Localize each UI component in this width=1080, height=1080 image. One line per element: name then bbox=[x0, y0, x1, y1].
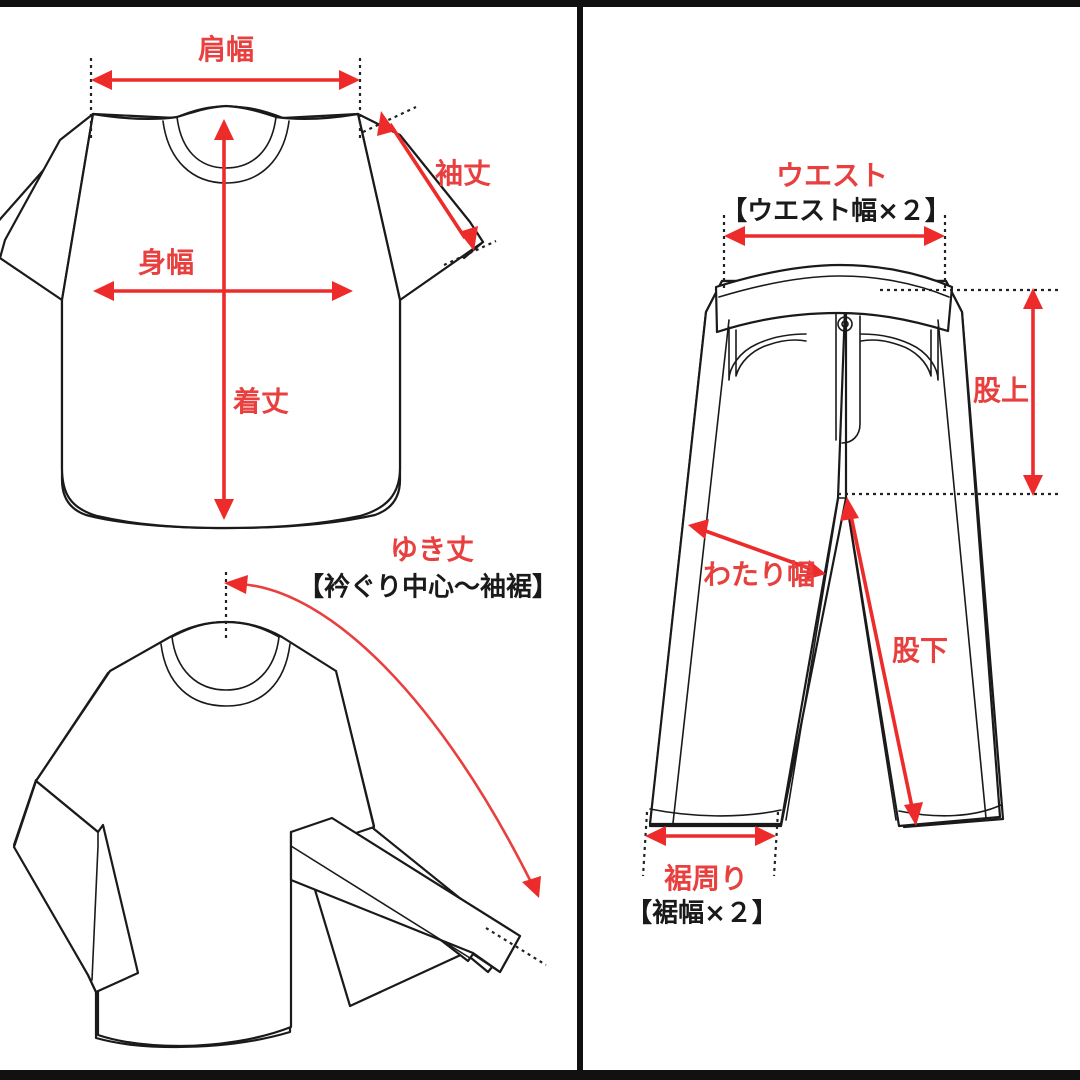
pants-right-pocket-inner bbox=[860, 329, 932, 377]
sleeve-length-top-guide bbox=[362, 106, 417, 133]
yukitake-label: ゆき丈 bbox=[390, 533, 474, 566]
long-sleeve-shirt-front: ゆき丈 【衿ぐり中心〜袖裾】 bbox=[12, 533, 558, 1049]
longsleeve-left-underarm-seam bbox=[91, 831, 99, 981]
waist-label: ウエスト bbox=[776, 159, 888, 192]
inseam-arrow-bottom bbox=[904, 802, 923, 826]
longsleeve-neckline-outer bbox=[160, 643, 291, 707]
sleeve-length-dimension-line bbox=[388, 123, 467, 239]
hem-left-guide bbox=[641, 811, 649, 877]
garment-length-arrow-top bbox=[214, 119, 234, 140]
thigh-width-arrow-left bbox=[688, 519, 709, 539]
longsleeve-right-cuff-seam bbox=[472, 952, 501, 973]
sleeve-length-label: 袖丈 bbox=[435, 157, 491, 190]
hem-note-label: 【裾幅×２】 bbox=[626, 899, 778, 929]
waist-arrow-left bbox=[724, 226, 745, 246]
pants-right-inseam bbox=[845, 499, 897, 821]
yukitake-arrow-start bbox=[224, 575, 248, 594]
inseam-arrow-top bbox=[840, 497, 859, 521]
thigh-width-arrow-right bbox=[805, 560, 826, 580]
pants-fly-curve bbox=[841, 315, 861, 444]
longsleeve-right-raglan-seam bbox=[335, 670, 375, 828]
pants-left-pocket-inner bbox=[735, 329, 807, 377]
pants-left-hem bbox=[649, 808, 782, 817]
rise-arrow-top bbox=[1023, 288, 1043, 309]
pants-left-outseam bbox=[672, 319, 730, 824]
pants-button-icon bbox=[837, 316, 853, 332]
tshirt-left-shoulder-seam bbox=[61, 113, 94, 301]
sleeve-length-arrow-bottom bbox=[459, 226, 478, 251]
waist-note-label: 【ウエスト幅×２】 bbox=[721, 197, 951, 227]
pants-waistband-inner-edge bbox=[718, 275, 950, 298]
tshirt-right-shoulder-seam bbox=[357, 113, 401, 301]
hem-arrow-left bbox=[645, 826, 666, 846]
top-frame-bar bbox=[0, 0, 1080, 7]
hem-circumference-label: 裾周り bbox=[664, 862, 748, 895]
pants-right-pocket-outer bbox=[860, 326, 939, 381]
panel-divider bbox=[577, 7, 583, 1070]
longsleeve-left-cuff-seam bbox=[87, 974, 97, 993]
tshirt-torso bbox=[60, 104, 402, 530]
shoulder-width-label: 肩幅 bbox=[198, 33, 254, 66]
pants-left-pocket-outer bbox=[728, 326, 807, 381]
yukitake-cuff-guide bbox=[485, 927, 547, 966]
pants-right-leg bbox=[844, 279, 1002, 828]
longsleeve-neckline-inner bbox=[171, 636, 280, 691]
pants-right-outseam bbox=[937, 319, 987, 819]
bottom-frame-bar bbox=[0, 1070, 1080, 1080]
sleeve-length-bottom-guide bbox=[443, 240, 497, 266]
tshirt-neckline-top bbox=[176, 105, 277, 118]
yukitake-arrow-end bbox=[522, 876, 541, 898]
thigh-width-label: わたり幅 bbox=[703, 558, 815, 591]
hem-arrow-right bbox=[755, 826, 776, 846]
tshirt-neckline-inner bbox=[176, 116, 277, 169]
inseam-dimension-line bbox=[848, 510, 915, 813]
pants-button-hole-icon bbox=[841, 320, 849, 328]
pants-waistband-lower-edge bbox=[716, 312, 949, 333]
shoulder-width-arrow-right bbox=[339, 70, 360, 90]
pants-left-inseam bbox=[785, 499, 839, 821]
short-sleeve-tshirt-front: 肩幅 袖丈 身幅 着丈 bbox=[0, 33, 497, 530]
body-width-label: 身幅 bbox=[138, 246, 194, 279]
longsleeve-right-underarm-seam bbox=[290, 831, 471, 959]
yukitake-dimension-curve bbox=[238, 582, 534, 886]
waist-arrow-right bbox=[924, 226, 945, 246]
rise-label: 股上 bbox=[973, 374, 1029, 407]
garment-length-arrow-bottom bbox=[214, 499, 234, 520]
shoulder-width-arrow-left bbox=[91, 70, 112, 90]
garment-length-label: 着丈 bbox=[232, 385, 289, 418]
body-width-arrow-right bbox=[332, 281, 353, 301]
yukitake-note-label: 【衿ぐり中心〜袖裾】 bbox=[298, 572, 558, 603]
sleeve-length-arrow-top bbox=[377, 111, 395, 136]
tshirt-neckline-outer bbox=[162, 120, 290, 184]
thigh-width-dimension-line bbox=[699, 527, 815, 572]
pants-front: ウエスト 【ウエスト幅×２】 股上 わたり幅 股下 裾周り 【裾幅×２】 bbox=[626, 159, 1062, 929]
longsleeve-left-raglan-seam bbox=[35, 670, 111, 782]
pants-left-leg bbox=[648, 279, 848, 826]
inseam-label: 股下 bbox=[892, 634, 948, 667]
rise-arrow-bottom bbox=[1023, 475, 1043, 496]
body-width-arrow-left bbox=[93, 281, 114, 301]
